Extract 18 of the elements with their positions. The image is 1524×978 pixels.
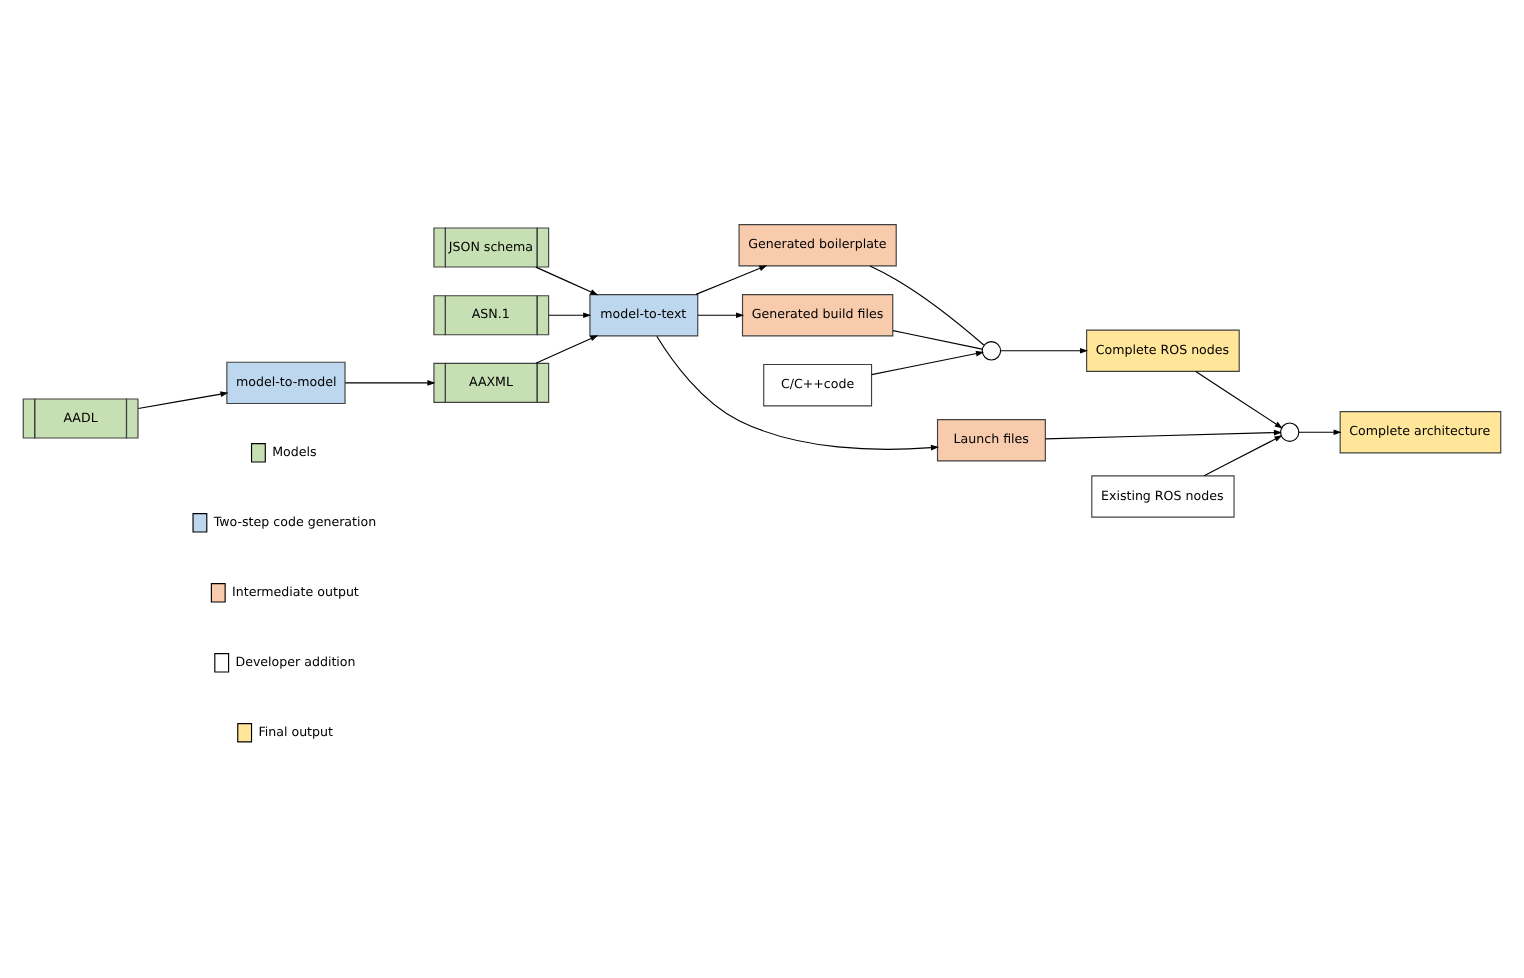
arrow [695, 265, 768, 295]
arrow [137, 391, 229, 410]
arrow [871, 350, 984, 376]
connector [892, 330, 983, 350]
arrow [1000, 347, 1088, 354]
arrow [1203, 435, 1283, 477]
arrow [1195, 370, 1283, 429]
node-circle [981, 341, 1002, 361]
arrow [1044, 429, 1282, 440]
arrow [344, 380, 436, 386]
arrow [535, 335, 599, 364]
arrow [1298, 429, 1342, 436]
arrow [656, 335, 939, 451]
arrow [697, 312, 745, 319]
connector [869, 265, 985, 346]
arrow [535, 266, 599, 296]
arrow [548, 312, 592, 319]
node-circle [1279, 422, 1300, 442]
